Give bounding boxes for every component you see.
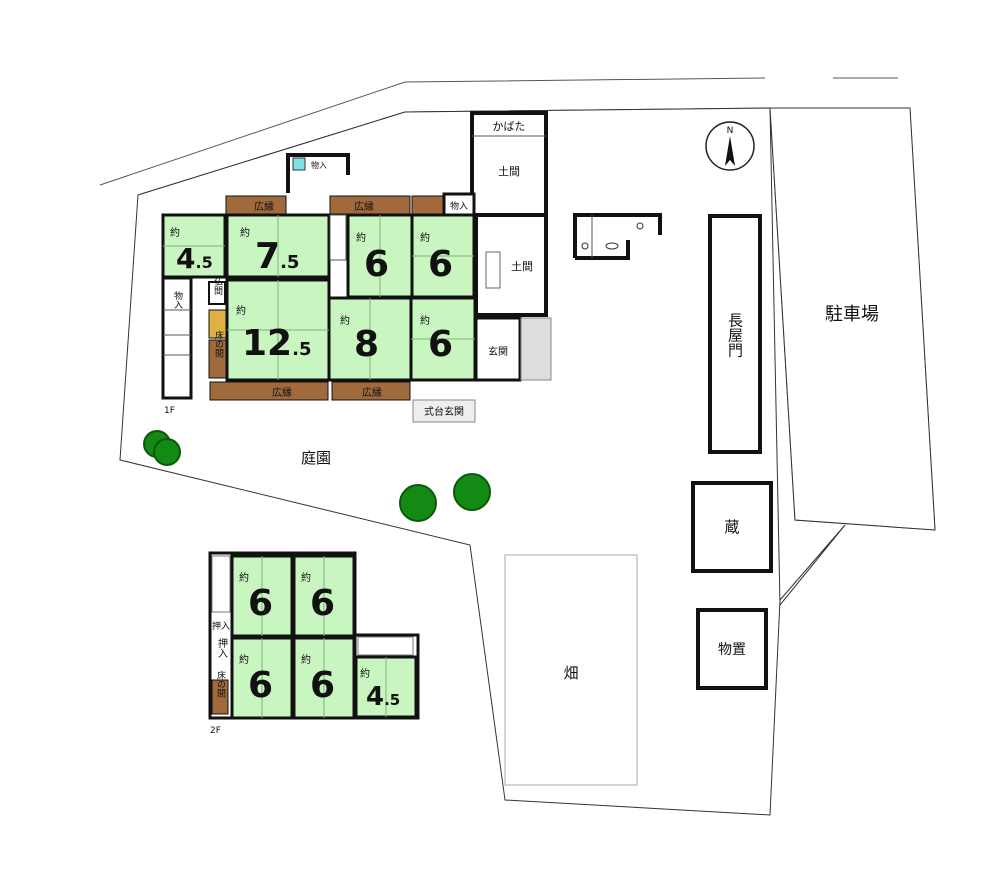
room-yaku: 約 bbox=[236, 304, 246, 317]
kabata-label: かばた bbox=[493, 120, 526, 133]
room-size: 4.5 bbox=[366, 682, 400, 712]
storehouse-label: 蔵 bbox=[724, 518, 739, 536]
compass-icon: N bbox=[705, 121, 755, 171]
room-yaku: 約 bbox=[239, 571, 249, 584]
room-size: 12.5 bbox=[242, 323, 311, 364]
tree-icon bbox=[453, 473, 491, 511]
hiroen-label-top-right: 広縁 bbox=[354, 200, 374, 213]
monoire-label-left: 物入 bbox=[172, 290, 183, 309]
room-yaku: 約 bbox=[239, 653, 249, 666]
room-labels-1f: 約 4.5 約 7.5 約 6 約 6 約 12.5 約 8 約 6 bbox=[170, 226, 453, 365]
parking-area: 駐車場 bbox=[769, 107, 936, 531]
room-size: 7.5 bbox=[255, 236, 299, 277]
oshiire-label-2f-top: 押入 bbox=[212, 620, 230, 632]
floor-1f-label: 1F bbox=[164, 406, 175, 416]
tokonoma-label-2f: 床の間 bbox=[215, 669, 226, 698]
tree-icon bbox=[399, 484, 437, 522]
floor-2f-label: 2F bbox=[210, 726, 221, 736]
monoire-label-right: 物入 bbox=[450, 200, 468, 212]
room-size: 6 bbox=[364, 244, 389, 285]
room-yaku: 約 bbox=[340, 314, 350, 327]
outbuilding-toilet bbox=[573, 213, 662, 260]
genkan-label: 玄関 bbox=[488, 345, 508, 358]
room-size: 6 bbox=[428, 324, 453, 365]
field-area: 畑 bbox=[504, 554, 638, 786]
oshiire-label-2f-mid: 押入 bbox=[216, 637, 228, 658]
doma2-label: 土間 bbox=[511, 260, 533, 273]
room-yaku: 約 bbox=[420, 231, 430, 244]
floor-2f: 押入 押入 床の間 約 6 約 6 約 6 約 6 約 4.5 2F bbox=[208, 551, 420, 736]
room-yaku: 約 bbox=[170, 226, 180, 239]
doma1-label: 土間 bbox=[498, 165, 520, 178]
hiroen-label-bottom-right: 広縁 bbox=[362, 386, 382, 399]
storehouse-building: 蔵 bbox=[691, 481, 773, 573]
hiroen-label-bottom-left: 広縁 bbox=[272, 386, 292, 399]
compass-north-label: N bbox=[727, 126, 734, 136]
shikidai-label: 式台玄関 bbox=[424, 405, 464, 418]
shed-label: 物置 bbox=[718, 642, 746, 658]
room-size: 6 bbox=[310, 583, 335, 624]
shed-building: 物置 bbox=[696, 608, 768, 690]
tokonoma-label-1f: 床の間 bbox=[213, 329, 224, 358]
room-yaku: 約 bbox=[360, 667, 370, 680]
room-yaku: 約 bbox=[420, 314, 430, 327]
room-yaku: 約 bbox=[356, 231, 366, 244]
nagayamon-label: 長屋門 bbox=[726, 313, 744, 359]
floor-1f: 物入 かばた 土間 土間 玄関 式台玄関 広縁 広縁 物入 広縁 広縁 bbox=[161, 111, 552, 423]
monoire-label-top: 物入 bbox=[311, 160, 327, 170]
room-size: 8 bbox=[354, 324, 379, 365]
room-size: 6 bbox=[248, 583, 273, 624]
field-label: 畑 bbox=[563, 664, 578, 682]
garden-label: 庭園 bbox=[301, 449, 331, 467]
room-size: 6 bbox=[310, 665, 335, 706]
garden-trees bbox=[143, 430, 491, 522]
room-yaku: 約 bbox=[301, 571, 311, 584]
room-yaku: 約 bbox=[301, 653, 311, 666]
parking-label: 駐車場 bbox=[825, 304, 879, 325]
room-size: 6 bbox=[428, 244, 453, 285]
tree-icon bbox=[153, 438, 181, 466]
room-size: 6 bbox=[248, 665, 273, 706]
room-size: 4.5 bbox=[176, 242, 213, 275]
hiroen-label-top-left: 広縁 bbox=[254, 200, 274, 213]
butsuma-label: 仏間 bbox=[212, 277, 223, 296]
nagayamon-building: 長屋門 bbox=[708, 214, 762, 454]
room-yaku: 約 bbox=[240, 226, 250, 239]
